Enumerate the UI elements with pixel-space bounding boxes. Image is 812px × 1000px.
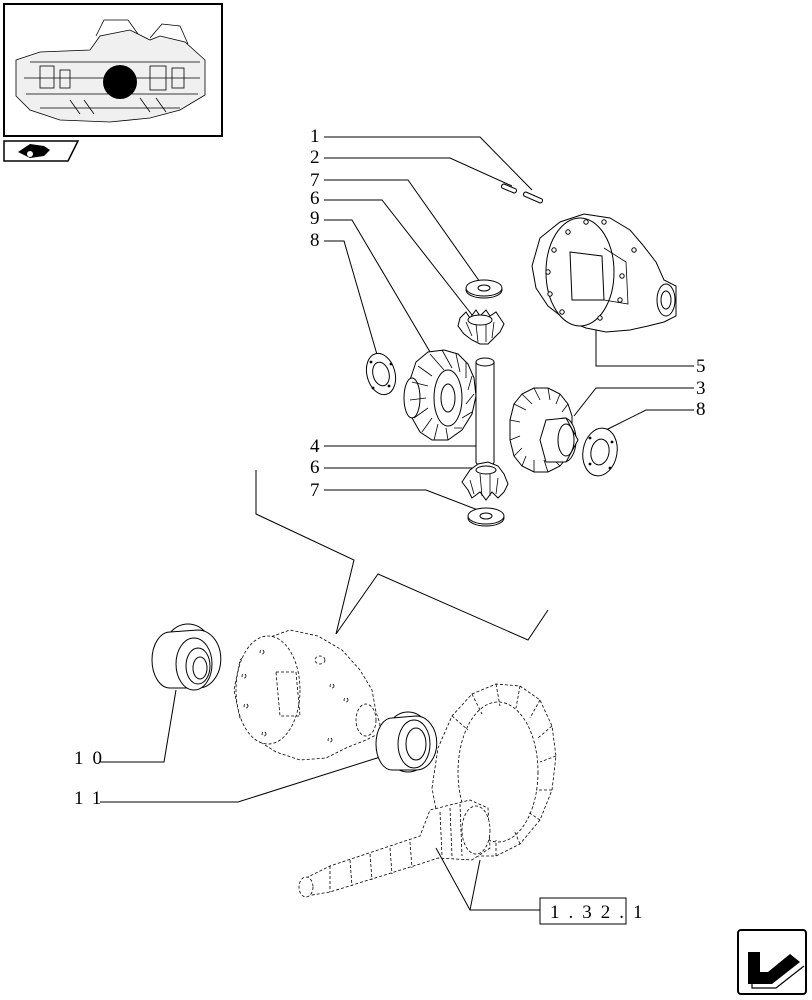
tractor-section-icon[interactable]	[3, 140, 80, 162]
pin-part-1	[523, 191, 543, 204]
bearing-11	[375, 711, 438, 773]
callout-3: 3	[696, 378, 709, 399]
differential-case-5	[531, 213, 677, 333]
cross-shaft-4	[475, 357, 495, 467]
callout-8-right: 8	[696, 399, 709, 420]
callout-2: 2	[310, 147, 323, 168]
shim-washer-8-left	[365, 352, 397, 396]
thrust-washer-7-top	[465, 279, 503, 299]
callout-5: 5	[696, 356, 709, 377]
locator-thumbnail[interactable]	[3, 3, 223, 137]
locator-dot-icon	[103, 65, 137, 99]
callout-4: 4	[310, 436, 323, 457]
assembly-guide-lines	[255, 470, 549, 641]
reference-label: 1.32.1	[550, 902, 652, 923]
side-gear-9	[403, 349, 477, 441]
shim-washer-8-right	[582, 427, 618, 477]
callout-1: 1	[310, 126, 323, 147]
thrust-washer-7-bottom	[467, 507, 505, 527]
callout-7-top: 7	[310, 170, 323, 191]
callout-7-bottom: 7	[310, 480, 323, 501]
cross-reference[interactable]: 1.32.1	[435, 847, 652, 925]
bearing-10	[151, 623, 222, 691]
pin-part-2	[501, 183, 517, 194]
callout-10: 10	[74, 748, 111, 769]
side-gear-3	[509, 387, 579, 473]
leader-lines	[100, 136, 694, 803]
pinion-shaft	[298, 799, 491, 898]
callout-6-bottom: 6	[310, 457, 323, 478]
callout-11: 11	[74, 788, 110, 809]
callout-6-top: 6	[310, 188, 323, 209]
pinion-gear-6-bottom	[461, 461, 509, 501]
differential-assembly	[233, 629, 381, 761]
callout-8-left: 8	[310, 230, 323, 251]
next-page-arrow-icon[interactable]	[737, 929, 807, 995]
callout-9: 9	[310, 208, 323, 229]
pinion-gear-6-top	[457, 309, 505, 345]
